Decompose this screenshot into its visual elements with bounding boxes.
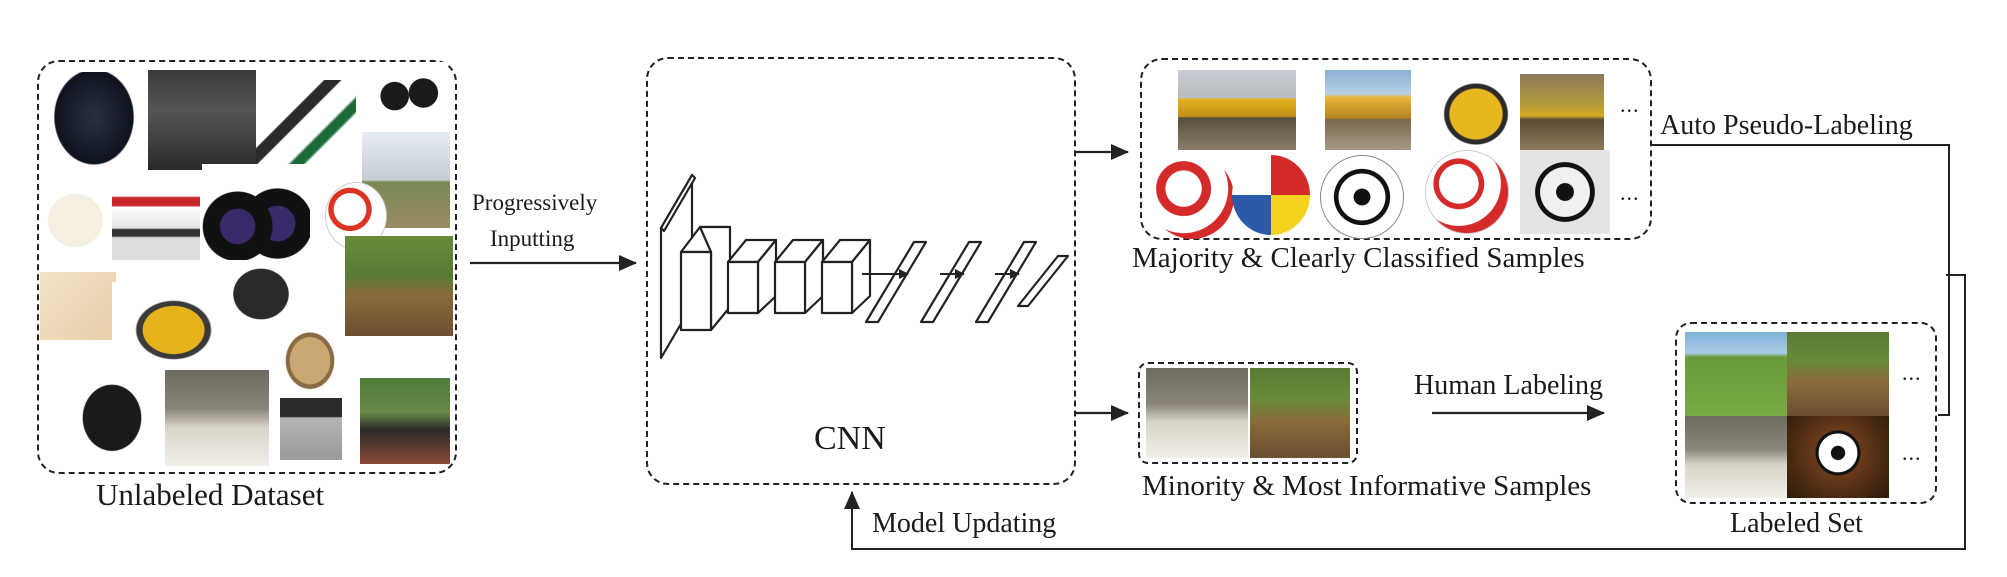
girl-backpack-thumb [360, 378, 450, 464]
unlabeled-dataset-label: Unlabeled Dataset [96, 477, 325, 512]
labeled-set-box [1675, 322, 1937, 504]
labeled-row1-ellipsis: ... [1902, 360, 1922, 385]
auto-pseudo-labeling-label: Auto Pseudo-Labeling [1660, 110, 1913, 141]
soccer-ball-black-thumb [1520, 150, 1610, 234]
majority-row2-ellipsis: ... [1620, 180, 1640, 205]
line-auto-pseudo-labeling [1652, 144, 1950, 416]
dog-ball-thumb [1146, 368, 1248, 458]
model-updating-label: Model Updating [872, 508, 1057, 539]
dog-ball-thumb [1685, 416, 1787, 498]
bulldozer-yellow-thumb [112, 282, 224, 378]
unlabeled-dataset-box [37, 60, 457, 474]
cnn-box [646, 57, 1076, 485]
child-excavator-thumb [1787, 332, 1889, 416]
backpack-small-thumb [75, 376, 149, 452]
badminton-rackets-thumb [148, 70, 256, 170]
majority-box [1140, 58, 1652, 240]
bulldozer-thumb [1325, 70, 1411, 150]
progressively-label: Progressively [472, 190, 598, 215]
inputting-label: Inputting [490, 226, 575, 251]
tape-measure-thumb [275, 320, 345, 394]
binoculars-large-thumb [202, 164, 310, 260]
bulldozer-thumb [1178, 70, 1296, 150]
soccer-ball-red-thumb [1425, 150, 1509, 234]
tennis-racket-thumb [256, 80, 356, 172]
bulldozer-thumb [1520, 74, 1604, 150]
majority-label: Majority & Clearly Classified Samples [1132, 242, 1585, 274]
tennis-racket-ball-thumb [40, 272, 116, 340]
camera-bag-thumb [226, 262, 296, 326]
human-labeling-label: Human Labeling [1414, 370, 1603, 401]
bulldozer-thumb [1430, 70, 1522, 150]
dog-ball-thumb [165, 370, 269, 466]
soccer-ball-flags-thumb [1232, 155, 1310, 235]
soccer-ball-black-thumb [1787, 416, 1889, 498]
minority-box [1138, 362, 1358, 464]
cnn-label: CNN [814, 420, 886, 457]
soccer-ball-red-thumb [1150, 155, 1234, 239]
minority-label: Minority & Most Informative Samples [1142, 470, 1592, 502]
excavator-field-thumb [345, 236, 453, 336]
soccer-ball-black-thumb [1320, 155, 1404, 239]
bulldozer-field-thumb [1685, 332, 1787, 416]
labeled-row2-ellipsis: ... [1902, 440, 1922, 465]
cnn-architecture [659, 173, 1070, 360]
line-model-updating [844, 274, 1966, 550]
child-excavator-thumb [1250, 368, 1350, 458]
labeled-set-label: Labeled Set [1730, 508, 1863, 539]
majority-row1-ellipsis: ... [1620, 92, 1640, 117]
calculator-thumb [280, 398, 342, 460]
simmons-sign-thumb [112, 180, 200, 260]
backpack-thumb [48, 72, 140, 172]
binoculars-thumb [366, 62, 448, 124]
mug-thumb [43, 182, 115, 252]
